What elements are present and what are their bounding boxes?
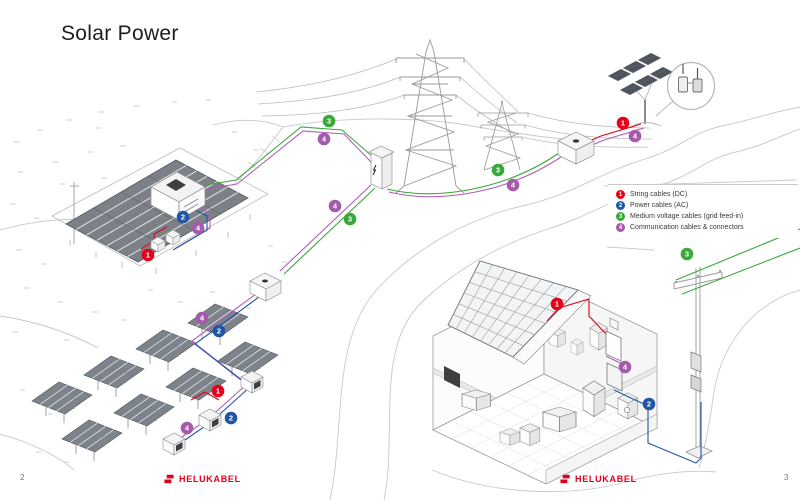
svg-text:4: 4 [200,314,205,323]
helukabel-logo: HELUKABEL [164,473,241,485]
legend-item-medium-voltage: 3 Medium voltage cables (grid feed-in) [616,212,798,221]
cable-marker-4: 4 [506,178,520,192]
cable-marker-3: 3 [680,247,694,261]
svg-text:1: 1 [216,387,220,396]
page-title: Solar Power [61,22,179,45]
svg-text:4: 4 [333,202,338,211]
cable-marker-1: 1 [550,297,564,311]
svg-text:1: 1 [555,300,559,309]
cable-marker-4: 4 [195,311,209,325]
marker-1-dot: 1 [616,190,625,199]
residential-house-cutaway [432,260,658,485]
washer-door-icon [624,407,630,413]
cable-marker-3: 3 [491,163,505,177]
lightning-bolt-icon [372,164,377,176]
svg-text:3: 3 [348,215,352,224]
logo-text: HELUKABEL [179,474,241,484]
page-number-left: 2 [20,473,25,482]
utility-pole [673,267,723,459]
marker-2-dot: 2 [616,201,625,210]
svg-text:4: 4 [623,363,628,372]
furniture [444,322,639,446]
legend-item-communication: 4 Communication cables & connectors [616,223,798,232]
dc-connector-icon [678,64,703,93]
cable-marker-4: 4 [191,221,205,235]
transformer-station [249,272,282,302]
cable-marker-4: 4 [628,129,642,143]
cable-marker-2: 2 [176,210,190,224]
transmission-tower-small-icon [477,99,529,171]
cable-marker-3: 3 [343,212,357,226]
tv-icon [444,366,460,388]
power-line-wires [255,58,653,148]
svg-text:1: 1 [621,119,625,128]
cable-marker-4: 4 [618,360,632,374]
legend-item-string-dc: 1 String cables (DC) [616,190,798,199]
svg-text:4: 4 [185,424,190,433]
cable-marker-2: 2 [642,397,656,411]
svg-text:2: 2 [217,327,221,336]
terrain [0,99,800,500]
svg-text:2: 2 [647,400,651,409]
logo-text: HELUKABEL [575,474,637,484]
marker-3-dot: 3 [616,212,625,221]
cable-marker-2: 2 [224,411,238,425]
svg-text:2: 2 [229,414,233,423]
combiner-boxes [150,229,181,253]
cable-marker-4: 4 [328,199,342,213]
cable-marker-3: 3 [322,114,336,128]
legend-label: String cables (DC) [630,191,688,198]
svg-text:3: 3 [685,250,689,259]
svg-text:4: 4 [196,224,201,233]
grid-feed-transformer [557,131,595,165]
ground-solar-farm [51,147,269,274]
cable-marker-4: 4 [317,132,331,146]
svg-text:3: 3 [327,117,331,126]
cable-marker-1: 1 [141,248,155,262]
svg-text:4: 4 [511,181,516,190]
legend: 1 String cables (DC) 2 Power cables (AC)… [608,184,798,238]
legend-label: Power cables (AC) [630,202,689,209]
transmission-tower-large-icon [395,38,465,194]
pole-mounted-solar-tracker [607,52,674,127]
page-number-right: 3 [784,473,789,482]
svg-text:1: 1 [146,251,150,260]
svg-text:4: 4 [633,132,638,141]
cable-marker-1: 1 [616,116,630,130]
cable-marker-2: 2 [212,324,226,338]
cable-marker-1: 1 [211,384,225,398]
svg-text:4: 4 [322,135,327,144]
grass-dashes [10,99,287,463]
helukabel-emblem-icon [164,474,174,483]
grid-junction-cabinet [368,145,395,190]
cables-green [205,126,800,295]
cable-marker-4: 4 [180,421,194,435]
house-wall-inverter-battery [605,317,623,392]
legend-label: Medium voltage cables (grid feed-in) [630,213,744,220]
legend-label: Communication cables & connectors [630,224,744,231]
helukabel-emblem-icon [560,474,570,483]
svg-text:2: 2 [181,213,185,222]
helukabel-logo: HELUKABEL [560,473,637,485]
marker-4-dot: 4 [616,223,625,232]
legend-item-power-ac: 2 Power cables (AC) [616,201,798,210]
svg-text:3: 3 [496,166,500,175]
connector-detail-inset [655,61,716,117]
